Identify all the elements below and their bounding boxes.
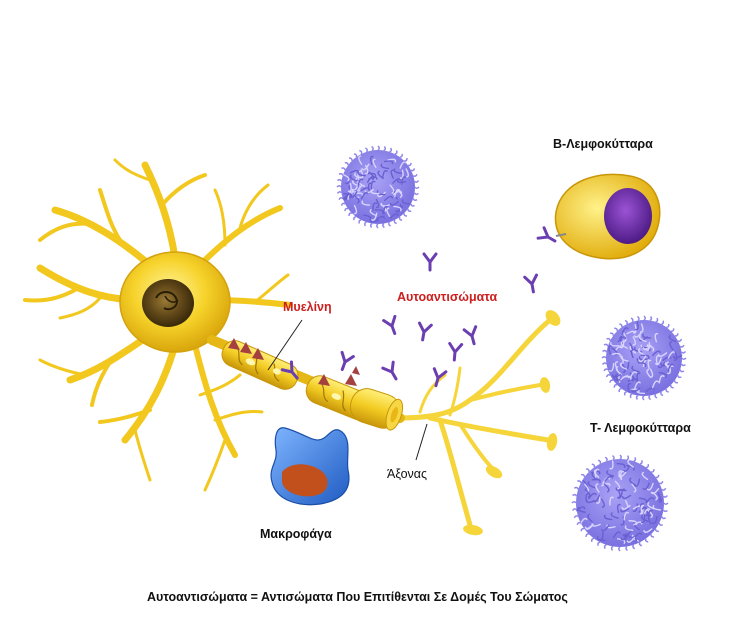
neuron-dendrites bbox=[23, 158, 293, 492]
lymphocytes bbox=[336, 145, 687, 552]
antibody bbox=[422, 252, 438, 272]
myelin-sheath bbox=[221, 340, 404, 431]
b-cell-nucleus bbox=[604, 188, 652, 244]
antibody bbox=[523, 273, 539, 294]
neuron-nucleus bbox=[142, 279, 194, 327]
t-lymphocyte-upper bbox=[601, 315, 687, 401]
antibody bbox=[432, 367, 448, 388]
antibody bbox=[536, 226, 557, 243]
label-b-lymphocytes: Β-Λεμφοκύτταρα bbox=[553, 137, 653, 151]
lymphocyte-top bbox=[336, 145, 420, 229]
label-axon: Άξονας bbox=[387, 467, 428, 481]
label-pointer-lines bbox=[267, 319, 428, 461]
antibody bbox=[381, 360, 398, 381]
antibody bbox=[417, 321, 433, 342]
definition-caption: Αυτοαντισώματα = Αντισώματα Που Επιτίθεν… bbox=[147, 590, 568, 604]
label-myelin: Μυελίνη bbox=[283, 300, 332, 314]
antibody bbox=[462, 325, 478, 346]
label-macrophage: Μακροφάγα bbox=[260, 527, 332, 541]
macrophage bbox=[270, 427, 350, 506]
axon-terminal-knobs bbox=[463, 310, 561, 536]
myelin-attack-spikes bbox=[228, 338, 360, 386]
neuron-cell-body bbox=[119, 251, 231, 353]
axon-pointer-line bbox=[415, 423, 428, 461]
antibody bbox=[382, 314, 397, 336]
label-t-lymphocytes: Τ- Λεμφοκύτταρα bbox=[590, 421, 691, 435]
macrophage-nucleus bbox=[282, 464, 328, 497]
t-lymphocyte-lower bbox=[571, 454, 669, 552]
antibody bbox=[340, 350, 355, 372]
autoantibodies-group bbox=[280, 226, 557, 388]
antibody bbox=[280, 360, 299, 380]
b-lymphocyte bbox=[554, 173, 661, 260]
label-autoantibodies: Αυτοαντισώματα bbox=[397, 290, 498, 304]
antibody bbox=[448, 342, 464, 362]
axon-terminals bbox=[392, 317, 553, 528]
myelin-pointer-line bbox=[267, 319, 303, 371]
